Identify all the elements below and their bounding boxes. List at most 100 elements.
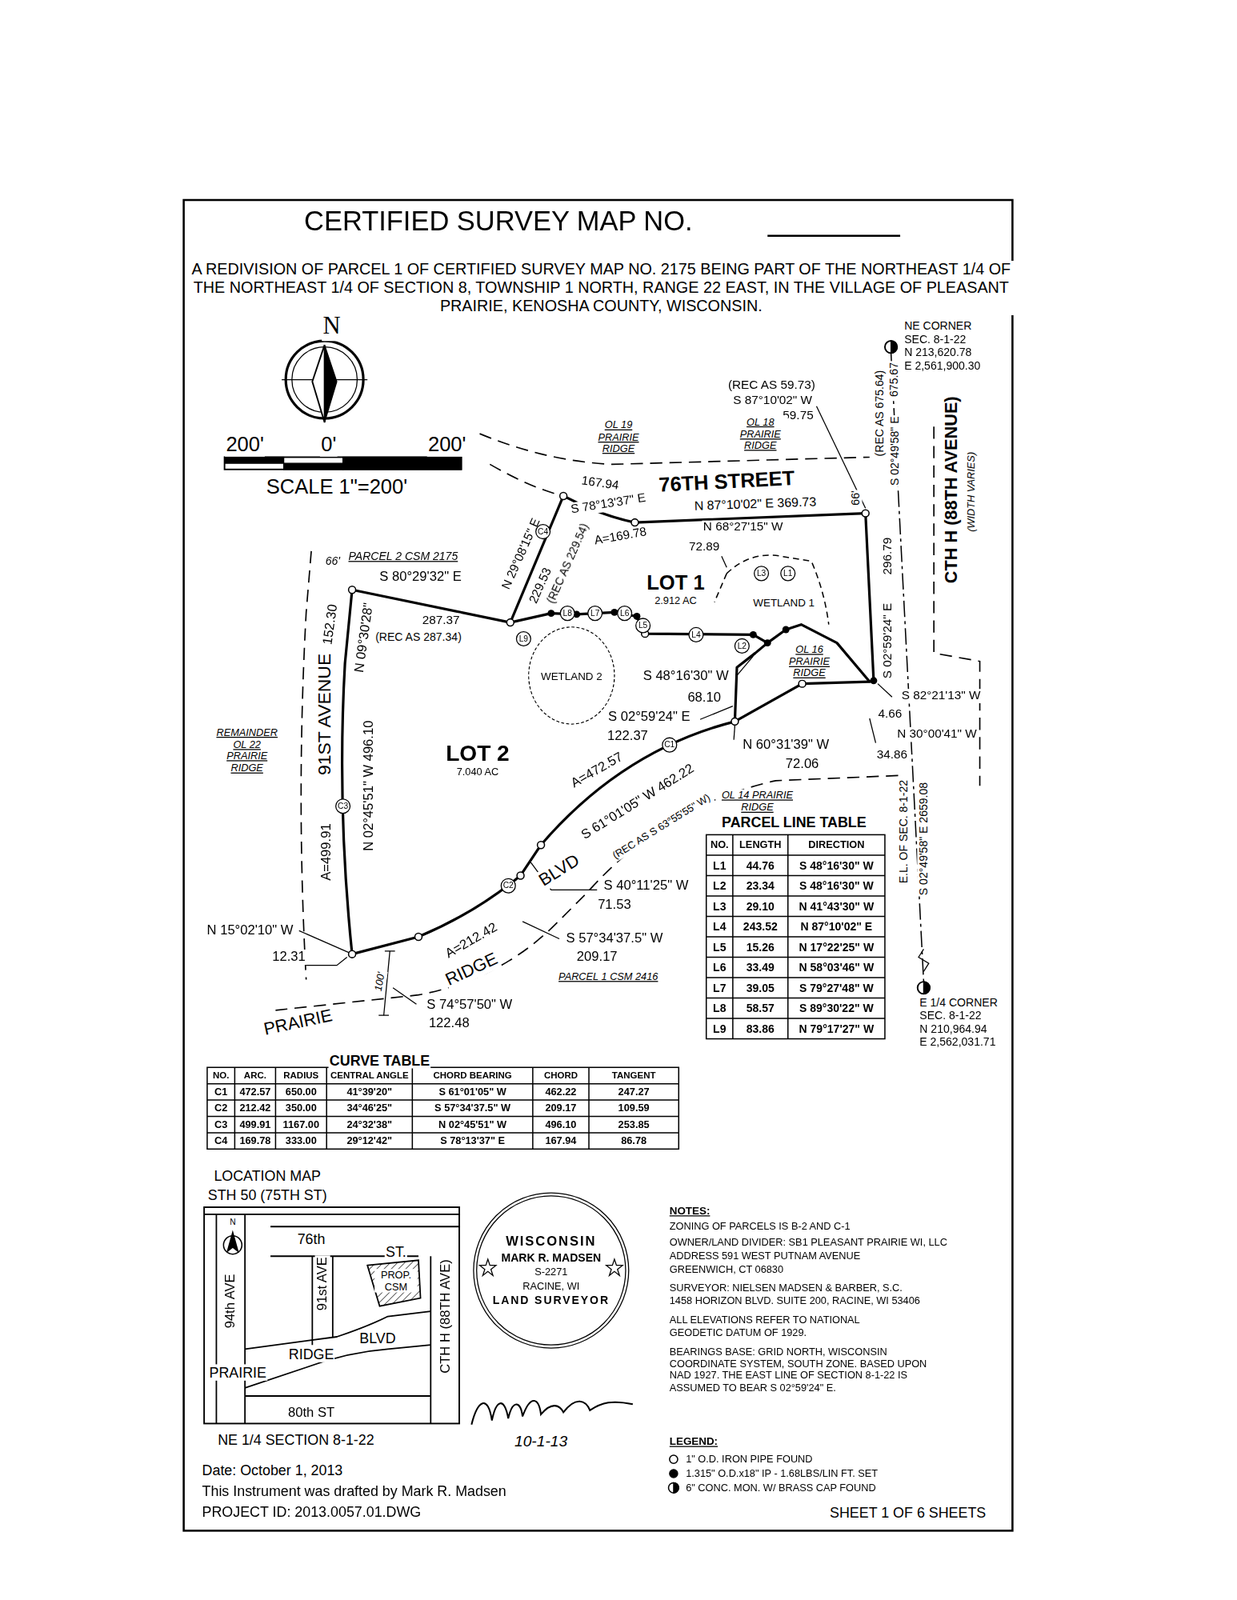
map-label: 167.94 bbox=[579, 473, 621, 493]
table-cell: 34°46'25" bbox=[326, 1100, 413, 1117]
table-cell: L6 bbox=[706, 956, 733, 978]
map-label: SEC. 8-1-22 bbox=[918, 1009, 983, 1023]
table-cell: S 79°27'48" W bbox=[788, 977, 885, 999]
map-label: BEARINGS BASE: GRID NORTH, WISCONSIN COO… bbox=[668, 1345, 939, 1394]
map-label: PRAIRIE bbox=[208, 1364, 268, 1382]
map-label: E 2,561,900.30 bbox=[903, 359, 982, 373]
map-label: OL 16 PRAIRIE RIDGE bbox=[784, 644, 836, 680]
map-label: NE CORNER bbox=[903, 319, 973, 333]
map-label: NOTES: bbox=[668, 1204, 712, 1217]
table-cell: 247.27 bbox=[588, 1084, 679, 1101]
node-text: S-2271 bbox=[533, 1266, 569, 1279]
map-label: A=472.57 bbox=[567, 748, 627, 793]
table-cell: L7 bbox=[706, 977, 733, 999]
map-label: 71.53 bbox=[596, 897, 633, 913]
map-label: 80th ST bbox=[287, 1405, 337, 1422]
map-label: 200' bbox=[224, 432, 265, 457]
table-cell: C4 bbox=[207, 1132, 235, 1149]
map-label: 209.17 bbox=[576, 949, 619, 965]
table-cell: L5 bbox=[706, 936, 733, 958]
map-label: (REC AS 59.73) bbox=[727, 378, 817, 393]
callout-number: C2 bbox=[500, 878, 517, 894]
map-label: (REC AS 675.64) bbox=[872, 369, 886, 458]
lot-label: LOT 12.912 AC bbox=[645, 571, 706, 607]
map-label: N 210,964.94 bbox=[918, 1022, 989, 1036]
node-text: 7.040 AC bbox=[455, 766, 500, 779]
table-cell: S 61°01'05" W bbox=[412, 1084, 533, 1101]
table-cell: 1167.00 bbox=[275, 1116, 327, 1133]
map-label: This Instrument was drafted by Mark R. M… bbox=[200, 1482, 508, 1500]
node-text: WETLAND 1 bbox=[752, 596, 816, 609]
table-cell: 15.26 bbox=[732, 936, 789, 958]
map-label: CTH H (88TH AVENUE) bbox=[940, 395, 961, 585]
table-cell: 333.00 bbox=[275, 1132, 327, 1149]
map-label: STH 50 (75TH ST) bbox=[206, 1186, 328, 1204]
map-label: N 60°31'39" W bbox=[741, 737, 830, 753]
table-cell: S 57°34'37.5" W bbox=[412, 1100, 533, 1117]
map-label: S 57°34'37.5" W bbox=[564, 931, 664, 947]
map-label: S 02°59'24" E bbox=[607, 709, 692, 725]
table-cell: 167.94 bbox=[532, 1132, 589, 1149]
table-cell: 44.76 bbox=[732, 855, 789, 877]
table-cell: C2 bbox=[207, 1100, 235, 1117]
map-label: 94th AVE bbox=[223, 1273, 239, 1330]
map-label: OL 18 PRAIRIE RIDGE bbox=[732, 416, 789, 452]
table-cell: 169.78 bbox=[234, 1132, 276, 1149]
map-label: LEGEND: bbox=[668, 1434, 720, 1447]
map-label: 72.89 bbox=[688, 540, 721, 555]
callout-number: L4 bbox=[688, 627, 704, 643]
legend-text: 6" CONC. MON. W/ BRASS CAP FOUND bbox=[685, 1481, 876, 1494]
map-label: S 80°29'32" E bbox=[378, 569, 463, 585]
map-label: 100' bbox=[372, 970, 388, 993]
callout-number: L1 bbox=[780, 565, 796, 581]
table-cell: S 89°30'22" W bbox=[788, 998, 885, 1020]
table-cell: 472.57 bbox=[234, 1084, 276, 1101]
map-label: ZONING OF PARCELS IS B-2 AND C-1 bbox=[668, 1220, 852, 1233]
wetland-area: WETLAND 2 bbox=[528, 626, 615, 725]
table-cell: 496.10 bbox=[532, 1116, 589, 1133]
node-text: LAND SURVEYOR bbox=[491, 1293, 611, 1307]
table-cell: N 41°43'30" W bbox=[788, 896, 885, 917]
table-cell: 29°12'42" bbox=[326, 1132, 413, 1149]
map-label: S 02°49'58" E 2659.08 bbox=[916, 781, 930, 897]
node-text: LOT 2 bbox=[444, 740, 511, 767]
map-label: N 30°00'41" W bbox=[896, 728, 978, 743]
map-label: BLVD bbox=[534, 849, 585, 892]
map-label: OWNER/LAND DIVIDER: SB1 PLEASANT PRAIRIE… bbox=[668, 1237, 949, 1250]
map-label: SCALE 1"=200' bbox=[265, 475, 409, 499]
table-cell: S 48°16'30" W bbox=[788, 855, 885, 877]
node-text: 2.912 AC bbox=[653, 594, 698, 607]
table-cell: L9 bbox=[706, 1018, 733, 1040]
surveyor-seal: WISCONSINMARK R. MADSENS-2271RACINE, WIL… bbox=[472, 1192, 629, 1350]
map-label: 76TH STREET bbox=[656, 466, 797, 497]
table-cell: RADIUS bbox=[275, 1067, 327, 1084]
map-label: 4.66 bbox=[876, 707, 903, 722]
map-label: (REC AS 229.54) bbox=[543, 520, 592, 607]
table-cell: N 02°45'51" W bbox=[412, 1116, 533, 1133]
legend-text: 1.315" O.D.x18" IP - 1.68LBS/LIN FT. SET bbox=[685, 1467, 878, 1480]
node-text: WISCONSIN bbox=[504, 1234, 598, 1250]
table-cell: 86.78 bbox=[588, 1132, 679, 1149]
map-label: ALL ELEVATIONS REFER TO NATIONAL GEODETI… bbox=[668, 1314, 911, 1338]
map-label: 66' bbox=[848, 489, 862, 507]
table-cell: L3 bbox=[706, 896, 733, 917]
node-text: WETLAND 2 bbox=[540, 669, 604, 682]
map-label: S 02°59'24" E bbox=[880, 602, 896, 681]
map-label: 91ST AVENUE bbox=[313, 652, 335, 777]
map-label: N 87°10'02" E 369.73 bbox=[692, 494, 818, 514]
callout-number: L2 bbox=[734, 638, 750, 654]
map-label: ADDRESS 591 WEST PUTNAM AVENUE bbox=[668, 1250, 862, 1263]
map-label: N 68°27'15" W bbox=[702, 520, 785, 536]
map-label: Date: October 1, 2013 bbox=[200, 1462, 344, 1480]
map-label: SURVEYOR: NIELSEN MADSEN & BARBER, S.C. bbox=[668, 1281, 905, 1294]
map-label: A=499.91 bbox=[319, 822, 335, 882]
map-label: 72.06 bbox=[784, 756, 821, 773]
map-label: 296.79 bbox=[880, 536, 896, 577]
map-title: CERTIFIED SURVEY MAP NO. bbox=[304, 207, 693, 238]
map-label: CTH H (88TH AVE) bbox=[438, 1258, 454, 1375]
map-label: 122.37 bbox=[606, 728, 649, 745]
map-label: NE 1/4 SECTION 8-1-22 bbox=[216, 1432, 376, 1450]
callout-number: L8 bbox=[560, 605, 576, 621]
